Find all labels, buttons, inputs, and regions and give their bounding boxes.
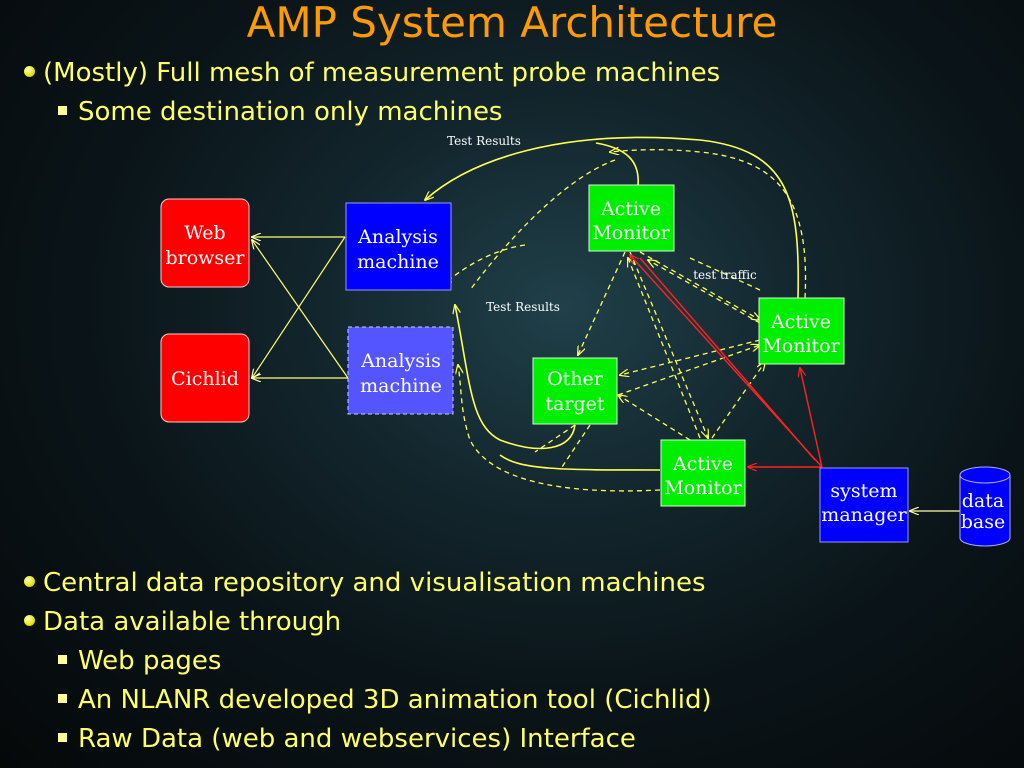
bullet-square-icon [58,694,67,703]
subbullet-text: Web pages [78,646,222,676]
test-results-label-top: Test Results [447,134,521,148]
bullet-text: Central data repository and visualisatio… [43,568,706,598]
svg-text:system: system [830,480,897,502]
analysis-machine-box: Analysis machine [345,202,452,291]
svg-text:Monitor: Monitor [762,335,840,357]
svg-text:Web: Web [184,222,225,244]
svg-text:Active: Active [672,453,733,475]
subbullet-destination-only: Some destination only machines [58,97,502,127]
active-monitor-right-box: Active Monitor [758,297,845,365]
database-cylinder: data base [959,466,1011,547]
test-results-label-mid: Test Results [486,300,560,314]
active-monitor-top-box: Active Monitor [588,184,675,252]
analysis-machine-secondary-box: Analysis machine [347,326,454,415]
bullet-dot-icon [24,615,35,626]
analysis-to-clients-links [252,237,349,378]
bullet-square-icon [58,655,67,664]
test-results-solid-links [425,136,800,471]
subbullet-text: Some destination only machines [78,97,503,127]
svg-text:machine: machine [360,375,442,397]
svg-text:data: data [962,490,1004,512]
web-browser-box: Web browser [160,198,250,288]
subbullet-text: Raw Data (web and webservices) Interface [78,724,636,754]
svg-text:Monitor: Monitor [664,477,742,499]
subbullet-text: An NLANR developed 3D animation tool (Ci… [78,685,712,715]
bullet-data-available: Data available through [24,607,341,637]
svg-text:Active: Active [770,311,831,333]
bullet-text: (Mostly) Full mesh of measurement probe … [43,58,721,88]
system-manager-box: system manager [819,467,909,543]
svg-text:browser: browser [165,247,245,269]
svg-text:manager: manager [821,504,907,526]
subbullet-raw-data: Raw Data (web and webservices) Interface [58,724,636,754]
svg-text:Active: Active [600,198,661,220]
bullet-square-icon [58,106,67,115]
active-monitor-bottom-box: Active Monitor [660,439,746,507]
subbullet-web-pages: Web pages [58,646,221,676]
test-traffic-label: test traffic [693,268,757,282]
bullet-full-mesh: (Mostly) Full mesh of measurement probe … [24,58,720,88]
svg-text:Other: Other [547,368,604,390]
slide-title: AMP System Architecture [246,0,778,47]
svg-text:base: base [961,511,1006,533]
svg-text:Monitor: Monitor [592,222,670,244]
subbullet-cichlid-tool: An NLANR developed 3D animation tool (Ci… [58,685,712,715]
svg-text:Analysis: Analysis [357,226,438,248]
test-traffic-dashed-links [443,150,807,492]
bullet-dot-icon [24,576,35,587]
bullet-central-repository: Central data repository and visualisatio… [24,568,706,598]
management-links [630,255,823,467]
cichlid-box: Cichlid [160,333,250,423]
bullet-text: Data available through [43,607,342,637]
svg-text:Analysis: Analysis [360,350,441,372]
svg-text:Cichlid: Cichlid [171,368,239,390]
bullet-dot-icon [24,66,35,77]
svg-text:machine: machine [357,251,439,273]
bullet-square-icon [58,733,67,742]
other-target-box: Other target [532,357,618,425]
svg-text:target: target [545,393,604,415]
